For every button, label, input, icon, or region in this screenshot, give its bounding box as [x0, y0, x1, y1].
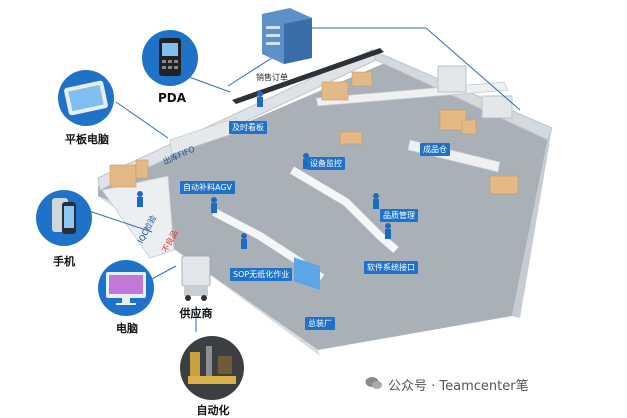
- automation-label: 自动化: [196, 404, 230, 417]
- sales-order-text: 销售订单: [256, 73, 288, 82]
- server-building-icon: [262, 8, 312, 64]
- equipment-monitor-tag: 设备监控: [307, 157, 345, 170]
- conveyor-line: [289, 166, 399, 254]
- watermark-text: 公众号 · Teamcenter笔: [388, 379, 529, 394]
- kanban-tag: 及时看板: [229, 121, 267, 134]
- agv-tag: 自动补料AGV: [180, 181, 236, 194]
- pc-icon: [98, 260, 154, 316]
- tablet-label: 平板电脑: [65, 133, 109, 146]
- finished-goods-tag: 成品仓: [420, 143, 450, 156]
- pc-label: 电脑: [116, 322, 138, 335]
- wechat-icon: [365, 377, 382, 389]
- supplier-label: 供应商: [179, 307, 213, 320]
- automation-photo: [180, 336, 244, 400]
- supplier-truck-icon: [181, 255, 211, 301]
- sop-tag: SOP无纸化作业: [230, 268, 293, 281]
- workers: [137, 91, 391, 249]
- tablet-icon: [58, 70, 114, 126]
- pda-label: PDA: [157, 91, 187, 105]
- factory-floor: [98, 60, 548, 350]
- quality-tag: 品质管理: [380, 209, 418, 222]
- phone-icon: [36, 190, 92, 246]
- wall-top-strip: [232, 48, 384, 104]
- storage-racks: [437, 65, 513, 119]
- iqc-wall: [101, 175, 175, 259]
- phone-label: 手机: [53, 255, 75, 268]
- pda-icon: [142, 30, 198, 86]
- equipment-block: [294, 257, 320, 290]
- right-wall: [512, 128, 552, 318]
- cargo-boxes: [109, 71, 519, 195]
- assembly-tag: 总装厂: [305, 317, 335, 330]
- software-interface-tag: 软件系统接口: [364, 261, 418, 274]
